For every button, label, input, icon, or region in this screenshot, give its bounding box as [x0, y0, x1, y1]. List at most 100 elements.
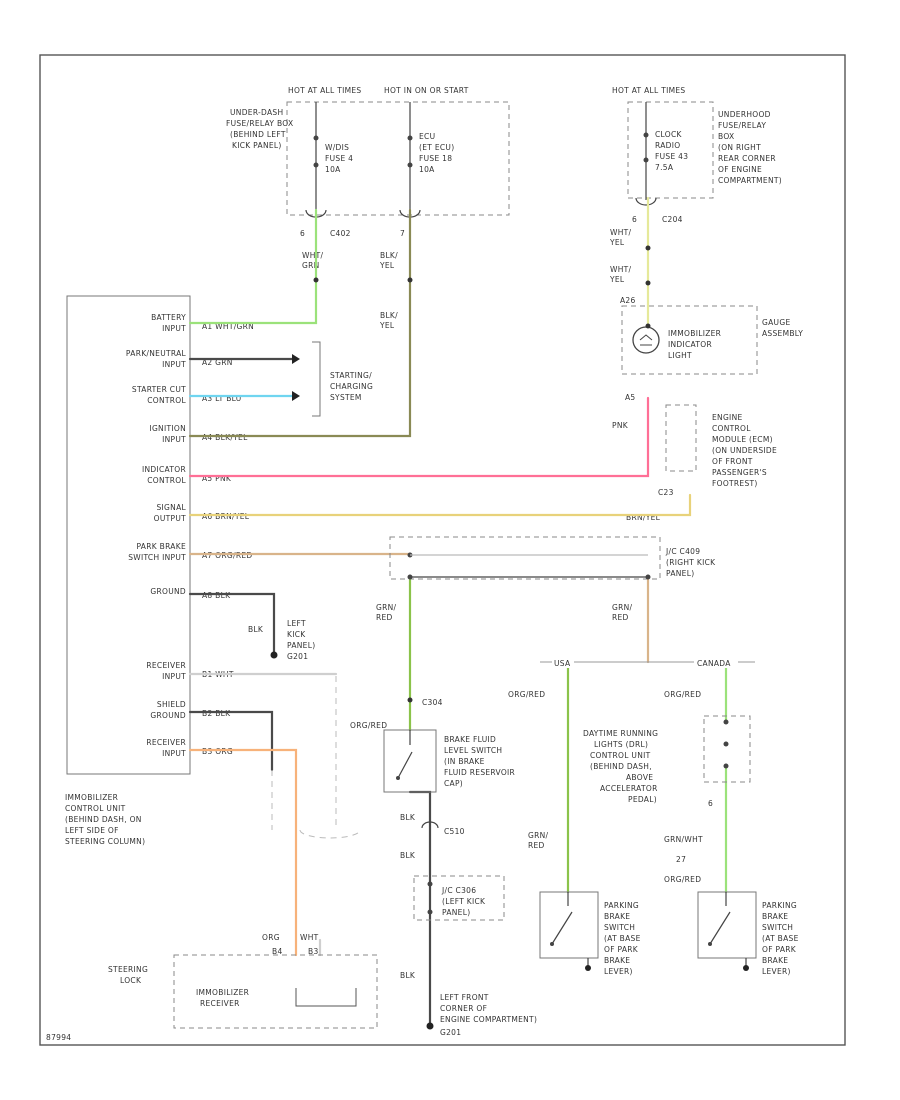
pin-7: 7: [400, 229, 405, 238]
fuse43-label: RADIO: [655, 141, 680, 150]
ecm-pin: C23: [658, 488, 674, 497]
wire-label: BLK: [248, 625, 264, 634]
terminal-label: INPUT: [162, 672, 186, 681]
terminal-label: SIGNAL: [156, 503, 186, 512]
parking-brake-label: BRAKE: [762, 956, 788, 965]
brake-fluid-label: (IN BRAKE: [444, 757, 485, 766]
fuse43-label: 7.5A: [655, 163, 674, 172]
ecm-label: OF FRONT: [712, 457, 753, 466]
ecm-label: (ON UNDERSIDE: [712, 446, 777, 455]
fuse-box-desc-line: BOX: [718, 132, 734, 141]
c304-label: C304: [422, 698, 443, 707]
ecm-label: ENGINE: [712, 413, 743, 422]
gauge-assembly-label: GAUGE: [762, 318, 790, 327]
connector-dot: [313, 277, 319, 283]
terminal-label: SWITCH INPUT: [128, 553, 186, 562]
parking-brake-label: BRAKE: [604, 956, 630, 965]
terminal-label: STARTER CUT: [132, 385, 186, 394]
wire-label: ORG/RED: [350, 721, 387, 730]
wire-label: BLK/: [380, 251, 398, 260]
fuse43-label: CLOCK: [655, 130, 682, 139]
wire-label: ORG/RED: [664, 875, 701, 884]
parking-brake-label: LEVER): [762, 967, 791, 976]
terminal-pin: B2 BLK: [202, 709, 231, 718]
terminal-label: INPUT: [162, 435, 186, 444]
jc-c409: J/C C409 (RIGHT KICK PANEL): [389, 536, 716, 580]
wire-receiver-org: [188, 748, 298, 957]
wire-label: GRN: [302, 261, 320, 270]
drl-label: LIGHTS (DRL): [594, 740, 648, 749]
wire-shield-ground: [188, 710, 274, 772]
ground-left-label: G201: [287, 652, 308, 661]
connector-dot: [645, 323, 651, 329]
terminal-label: PARK BRAKE: [136, 542, 186, 551]
parking-brake-switch-canada: PARKING BRAKE SWITCH (AT BASE OF PARK BR…: [697, 891, 798, 976]
terminal-pin: B3 ORG: [202, 747, 233, 756]
ecm-label: CONTROL: [712, 424, 751, 433]
wire-label: GRN/: [612, 603, 633, 612]
parking-brake-label: SWITCH: [604, 923, 635, 932]
control-unit-desc: CONTROL UNIT: [65, 804, 126, 813]
c402-label: C402: [330, 229, 351, 238]
indicator-label: IMMOBILIZER: [668, 329, 721, 338]
wire-label: BLK: [400, 851, 416, 860]
terminal-label: INPUT: [162, 324, 186, 333]
canada-label: CANADA: [697, 659, 731, 668]
parking-brake-label: BRAKE: [762, 912, 788, 921]
fuse18-label: FUSE 18: [419, 154, 452, 163]
parking-brake-label: OF PARK: [762, 945, 797, 954]
pin-r6: 6: [632, 215, 637, 224]
brake-fluid-label: LEVEL SWITCH: [444, 746, 502, 755]
usa-label: USA: [554, 659, 571, 668]
terminal-pin: A5 PNK: [202, 474, 232, 483]
terminal-label: SHIELD: [157, 700, 186, 709]
ecm-label: MODULE (ECM): [712, 435, 773, 444]
drl-label: ABOVE: [626, 773, 653, 782]
wire-label: BLK: [400, 813, 416, 822]
fuse4-label: 10A: [325, 165, 341, 174]
connector-dot: [407, 697, 413, 703]
wire-label: WHT/: [302, 251, 324, 260]
wire-label: BLK: [400, 971, 416, 980]
wire-label: WHT: [300, 933, 319, 942]
starting-label: STARTING/: [330, 371, 372, 380]
wire-label: YEL: [609, 238, 625, 247]
starting-label: CHARGING: [330, 382, 373, 391]
parking-brake-label: LEVER): [604, 967, 633, 976]
control-unit-desc: LEFT SIDE OF: [65, 826, 119, 835]
wire-label: RED: [612, 613, 629, 622]
parking-brake-label: PARKING: [604, 901, 639, 910]
terminal-pin: A1 WHT/GRN: [202, 322, 254, 331]
connector-dot: [645, 245, 651, 251]
drl-control-unit: DAYTIME RUNNING LIGHTS (DRL) CONTROL UNI…: [583, 715, 751, 884]
fuse18-label: 10A: [419, 165, 435, 174]
wire-ground: [188, 592, 276, 657]
fuse-box-desc-line: (BEHIND LEFT: [230, 130, 286, 139]
wire-signal-output: [188, 493, 692, 517]
wire-label: GRN/: [528, 831, 549, 840]
receiver-pin: B4: [272, 947, 283, 956]
arrow-icon: [292, 354, 300, 364]
fuse-box-desc-line: COMPARTMENT): [718, 176, 782, 185]
brake-fluid-label: BRAKE FLUID: [444, 735, 496, 744]
terminal-label: INPUT: [162, 360, 186, 369]
terminal-label: RECEIVER: [146, 661, 186, 670]
jc2-label: J/C C306: [441, 886, 476, 895]
wire-label: ORG: [262, 933, 280, 942]
ground-left-label: LEFT: [287, 619, 306, 628]
wire-label: YEL: [379, 261, 395, 270]
underhood-fuse-box: HOT AT ALL TIMES CLOCK RADIO FUSE 43 7.5…: [612, 86, 782, 224]
wire-label: WHT/: [610, 265, 632, 274]
terminal-label: CONTROL: [147, 396, 186, 405]
fuse-box-desc-line: KICK PANEL): [232, 141, 282, 150]
c510-label: C510: [444, 827, 465, 836]
ground-bottom-label: LEFT FRONT: [440, 993, 489, 1002]
fuse18-label: (ET ECU): [419, 143, 454, 152]
hot-in-on-start: HOT IN ON OR START: [384, 86, 469, 95]
wire-indicator-control: [188, 396, 650, 478]
underdash-fuse-box: HOT AT ALL TIMES HOT IN ON OR START UNDE…: [226, 86, 510, 238]
fuse-box-desc-line: FUSE/RELAY: [718, 121, 766, 130]
ecm-label: PASSENGER'S: [712, 468, 767, 477]
gauge-assembly: A26 IMMOBILIZER INDICATOR LIGHT GAUGE AS…: [620, 296, 803, 402]
